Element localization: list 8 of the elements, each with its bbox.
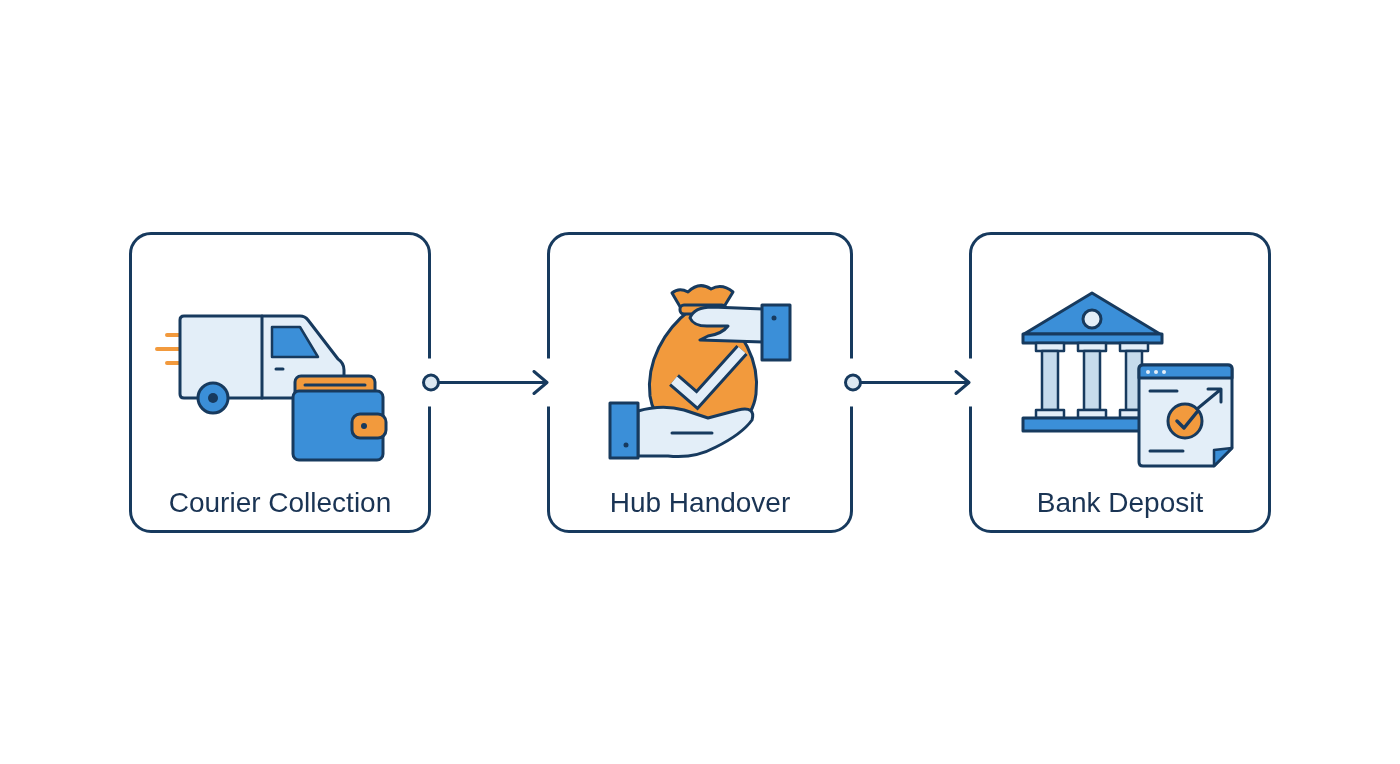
step-label: Courier Collection	[168, 486, 392, 520]
step-label: Bank Deposit	[1036, 486, 1204, 520]
step-card	[969, 232, 1271, 533]
connector-arrow	[844, 370, 971, 395]
connector-arrow	[422, 370, 549, 395]
step-card	[129, 232, 431, 533]
step-card	[547, 232, 853, 533]
step-label: Hub Handover	[609, 486, 791, 520]
